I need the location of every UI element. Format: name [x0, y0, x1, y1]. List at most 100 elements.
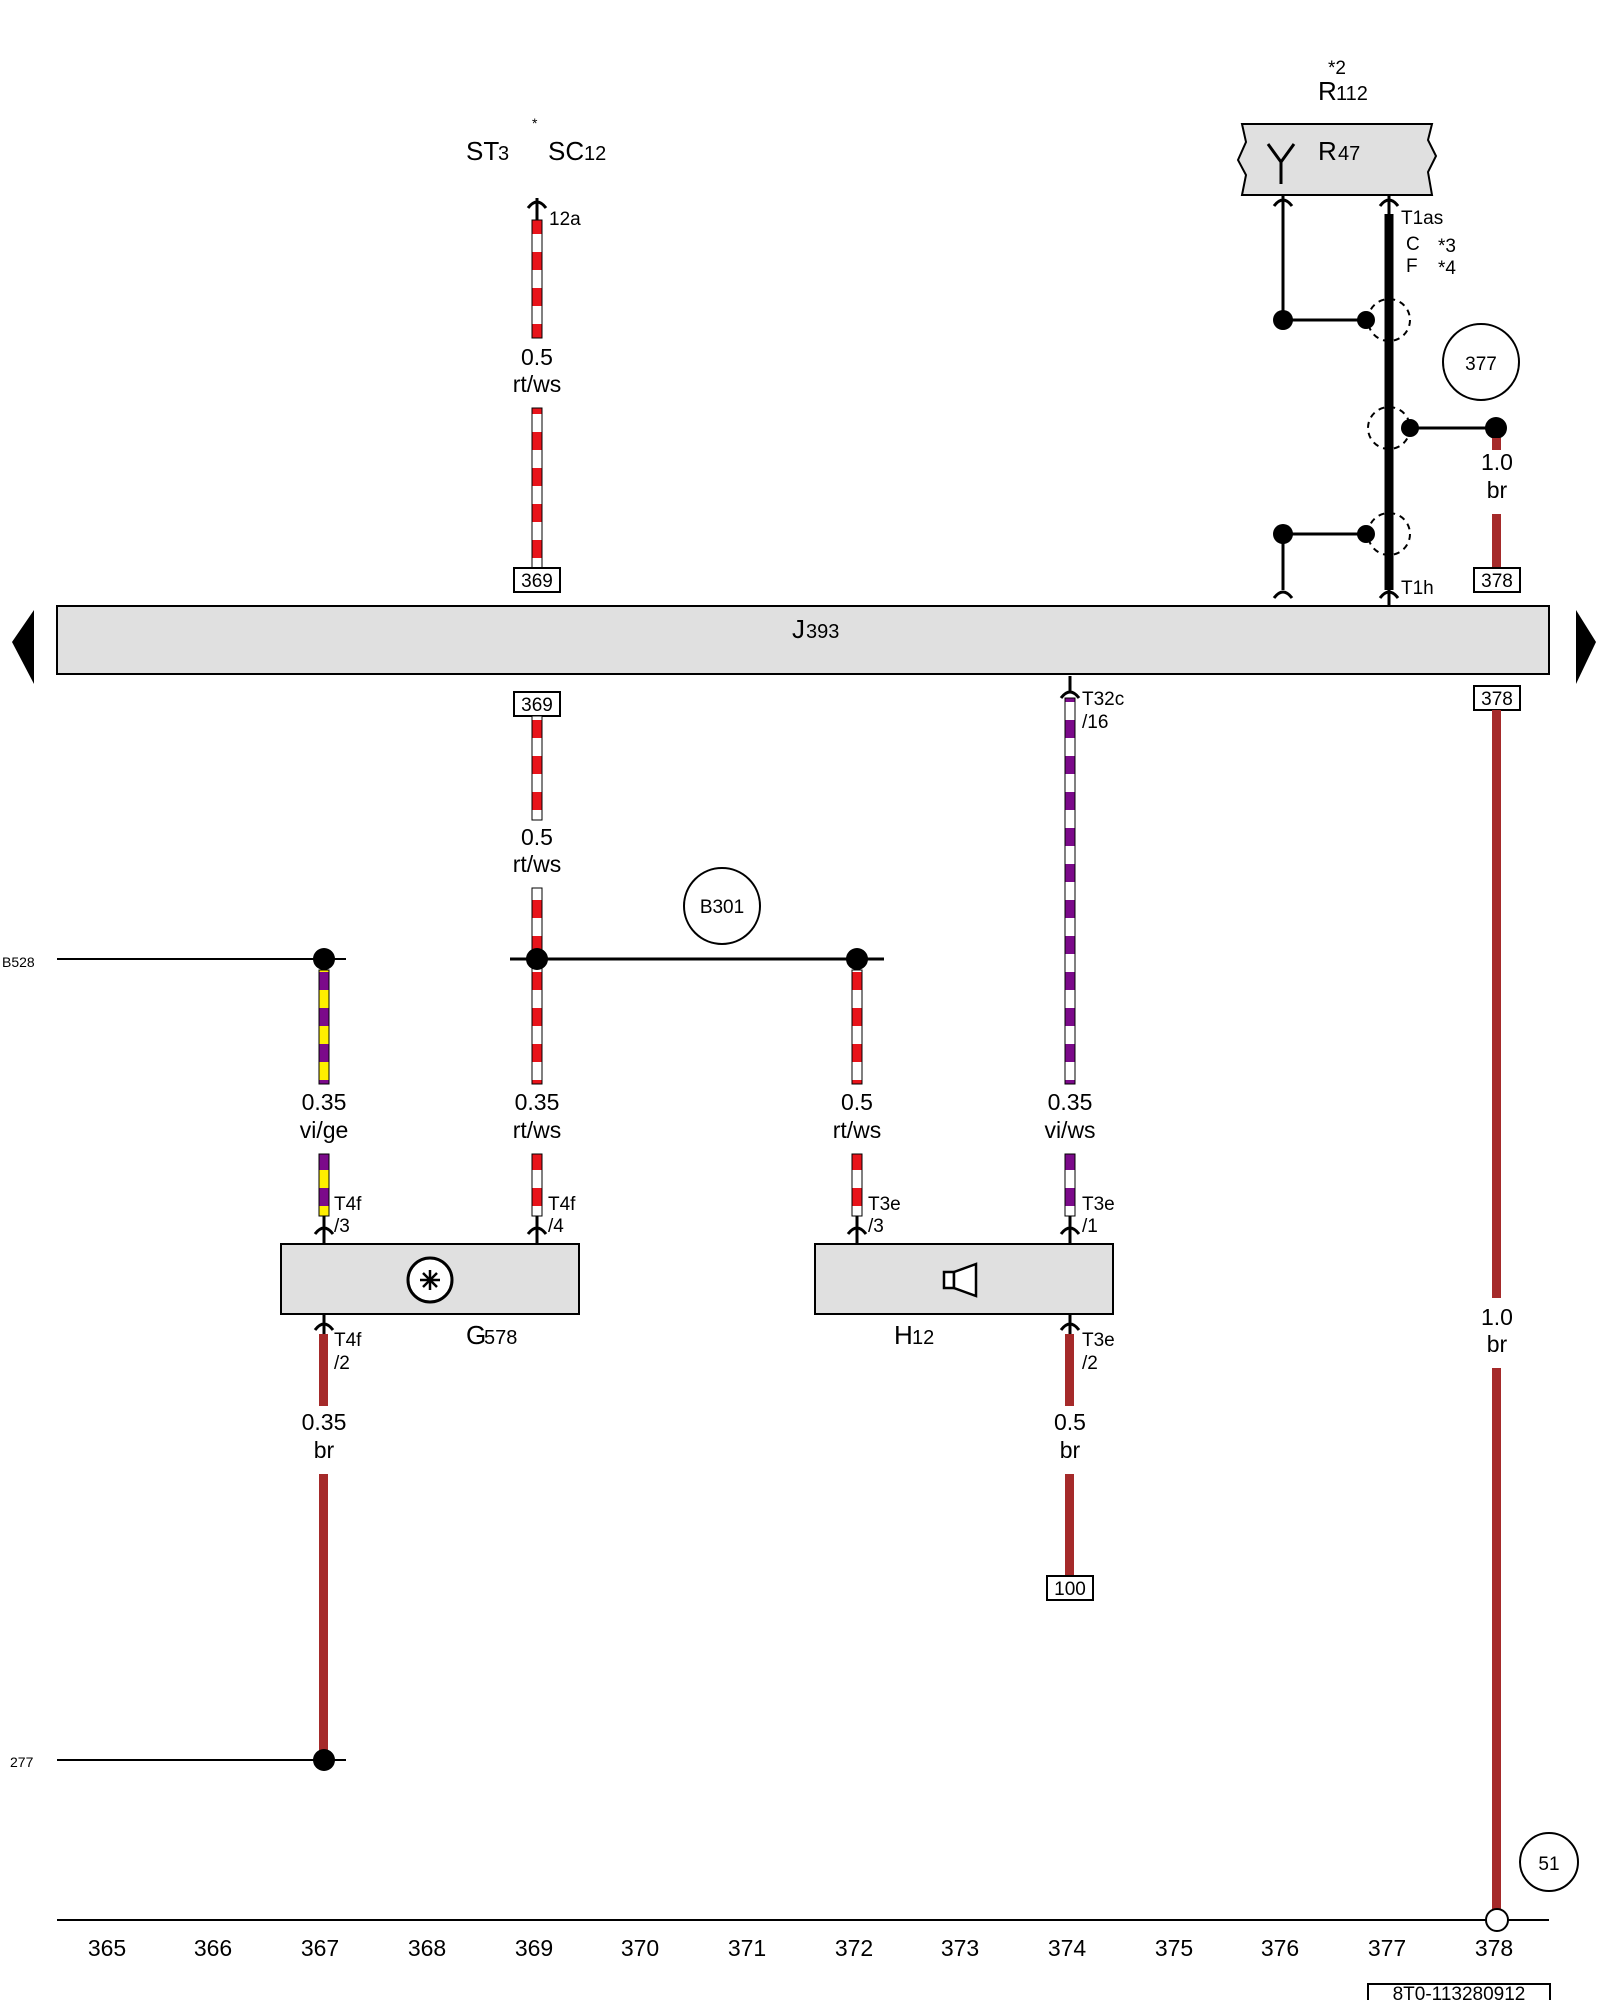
axis-label: 367: [301, 1935, 339, 1961]
wire-369-top-color: rt/ws: [513, 371, 562, 397]
wire-378-top-stub: [1492, 438, 1501, 450]
connector-f-letter: F: [1406, 256, 1418, 277]
svg-text:378: 378: [1481, 571, 1513, 592]
ref-circle-377: 377: [1442, 323, 1520, 401]
svg-text:R: R: [1318, 76, 1337, 106]
h12-label: H 12: [894, 1320, 934, 1350]
wire-367-br-color: br: [314, 1437, 335, 1463]
svg-text:G: G: [466, 1320, 486, 1350]
svg-text:578: 578: [484, 1327, 517, 1349]
ref-378-bottom: 378: [1473, 685, 1521, 711]
side-label-b528: B528: [2, 954, 35, 970]
connector-t4f-2-label: T4f: [334, 1330, 362, 1351]
note-4: *4: [1438, 258, 1456, 279]
axis-label: 373: [941, 1935, 979, 1961]
axis-label: 370: [621, 1935, 659, 1961]
connector-t1h-label: T1h: [1401, 578, 1434, 599]
connector-t4f-3-label: T4f: [334, 1194, 362, 1215]
svg-text:369: 369: [521, 695, 553, 716]
wire-369-low-size: 0.35: [515, 1089, 560, 1115]
wire-367-br-upper: [319, 1334, 328, 1406]
svg-text:369: 369: [521, 571, 553, 592]
wire-374-viws-lower: [1064, 1153, 1076, 1217]
splice-277: [313, 1749, 335, 1771]
splice-shield-lower: [1357, 525, 1375, 543]
speaker-icon: [942, 1262, 978, 1298]
wire-372-lower: [851, 1153, 863, 1217]
splice-372-b301: [846, 948, 868, 970]
connector-12a-label: 12a: [549, 209, 581, 230]
sc12-note: *: [532, 115, 538, 131]
axis-label: 376: [1261, 1935, 1299, 1961]
wire-367-vige-size: 0.35: [302, 1089, 347, 1115]
connector-t32c: [1059, 676, 1081, 699]
j393-module[interactable]: J 393: [56, 605, 1550, 675]
continue-right-arrow-icon[interactable]: [1576, 610, 1596, 684]
continue-left-arrow-icon[interactable]: [12, 610, 34, 684]
wire-369-mid-size: 0.5: [521, 824, 553, 850]
r47-main-cable: [1378, 196, 1400, 606]
r112-label: R 112: [1318, 76, 1368, 106]
svg-text:12: 12: [912, 1327, 934, 1349]
wire-372-upper: [851, 969, 863, 1085]
wire-378-long-upper: [1492, 710, 1501, 1298]
wire-378-top-size: 1.0: [1481, 449, 1513, 475]
axis-label: 378: [1475, 1935, 1513, 1961]
grid-axis: 365 366 367 368 369 370 371 372 373 374 …: [88, 1935, 1513, 1961]
wire-369-top-size: 0.5: [521, 344, 553, 370]
wire-369-mid-lower: [531, 887, 543, 1085]
wire-369-top-lower: [531, 407, 543, 571]
wire-378-long-size: 1.0: [1481, 1304, 1513, 1330]
wire-378-long-lower: [1492, 1368, 1501, 1910]
wire-369-low: [531, 1153, 543, 1217]
connector-t3e-3-label: T3e: [868, 1194, 901, 1215]
r112-note: *2: [1328, 58, 1346, 79]
axis-label: 372: [835, 1935, 873, 1961]
r47-module[interactable]: R 47: [1236, 123, 1438, 196]
splice-b528: [313, 948, 335, 970]
connector-t3e-1-label: T3e: [1082, 1194, 1115, 1215]
g578-label: G 578: [466, 1320, 517, 1350]
connector-t4f-4-label: T4f: [548, 1194, 576, 1215]
sc12-label: SC 12: [548, 136, 606, 166]
wire-367-vige-upper: [318, 969, 330, 1085]
axis-label: 377: [1368, 1935, 1406, 1961]
g578-connectors-top: [313, 1216, 548, 1244]
h12-connectors-top: [846, 1216, 1081, 1244]
wire-369-mid-upper: [531, 715, 543, 821]
svg-text:51: 51: [1538, 1854, 1559, 1875]
splice-r47-left-upper: [1273, 310, 1293, 330]
svg-text:393: 393: [806, 621, 839, 643]
connector-c-letter: C: [1406, 234, 1420, 255]
connector-t4f-3-pin: /3: [334, 1216, 350, 1237]
ref-100: 100: [1046, 1575, 1094, 1601]
wire-369-mid-color: rt/ws: [513, 851, 562, 877]
wire-374-br-upper: [1065, 1334, 1074, 1406]
splice-shield-upper: [1357, 311, 1375, 329]
svg-text:47: 47: [1338, 143, 1360, 165]
axis-label: 366: [194, 1935, 232, 1961]
svg-text:B301: B301: [700, 897, 744, 918]
wire-374-br-color: br: [1060, 1437, 1081, 1463]
svg-text:377: 377: [1465, 354, 1497, 375]
g578-sensor[interactable]: [280, 1243, 580, 1315]
ref-378-top: 378: [1473, 567, 1521, 593]
ref-369-bottom: 369: [513, 691, 561, 717]
splice-ground-377: [1485, 417, 1507, 439]
svg-text:H: H: [894, 1320, 913, 1350]
wire-374-br-lower: [1065, 1474, 1074, 1578]
connector-12a: [526, 198, 548, 220]
svg-text:100: 100: [1054, 1579, 1086, 1600]
svg-text:R: R: [1318, 136, 1337, 166]
sensor-icon: [406, 1256, 454, 1304]
axis-label: 374: [1048, 1935, 1087, 1961]
axis-label: 368: [408, 1935, 446, 1961]
axis-label: 369: [515, 1935, 553, 1961]
h12-horn[interactable]: [814, 1243, 1114, 1315]
splice-r47-left-lower: [1273, 524, 1293, 544]
ground-point-378: [1485, 1908, 1509, 1932]
wire-378-top: [1492, 514, 1501, 570]
connector-t3e-2-label: T3e: [1082, 1330, 1115, 1351]
connector-t4f-4-pin: /4: [548, 1216, 564, 1237]
axis-label: 375: [1155, 1935, 1193, 1961]
